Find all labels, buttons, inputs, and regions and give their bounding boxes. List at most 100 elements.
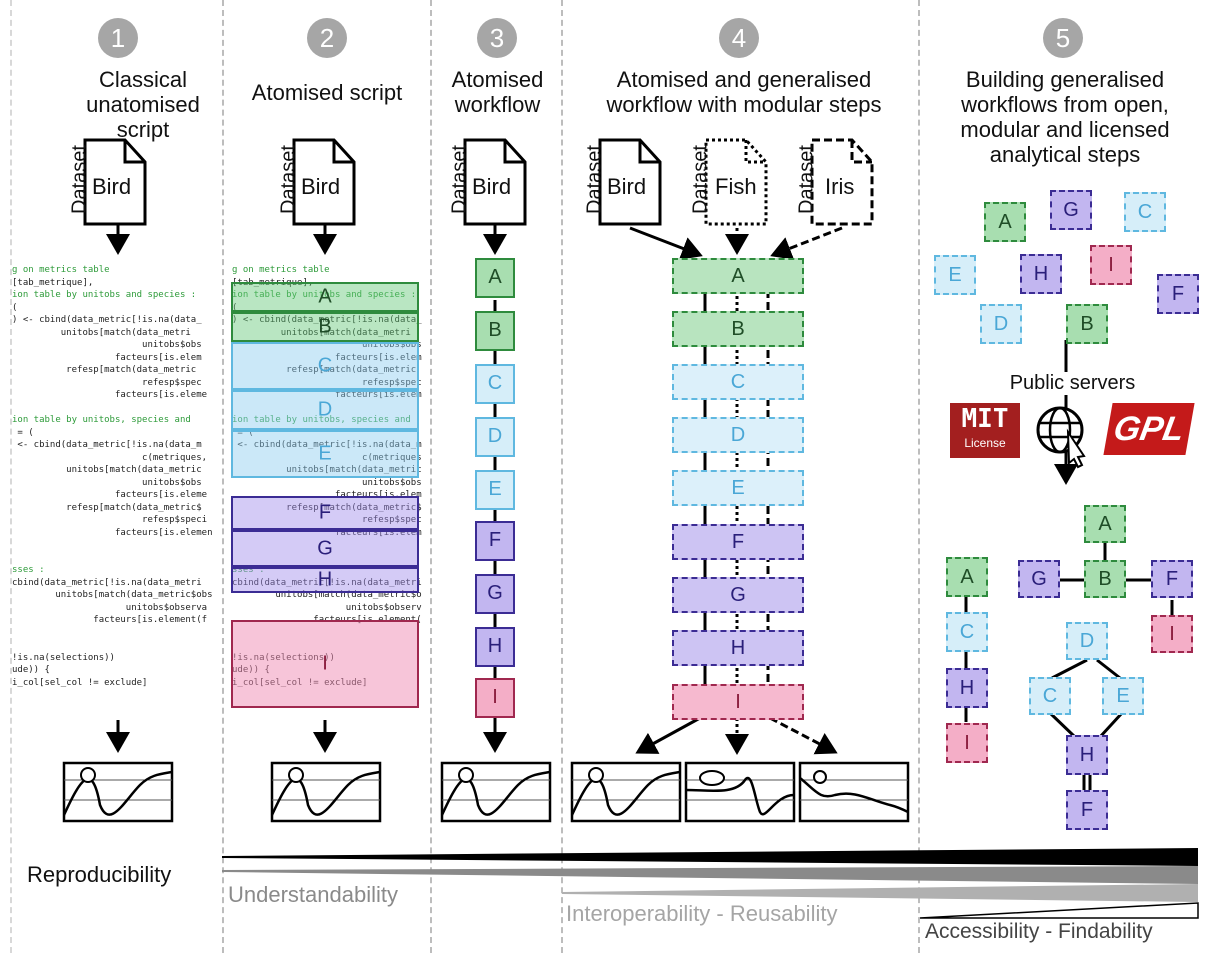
code-line: sses : xyxy=(232,565,265,575)
document-icon xyxy=(810,138,874,226)
code-line: sses : xyxy=(12,565,45,575)
understandability-bar xyxy=(222,866,1198,884)
module-a: A xyxy=(672,258,804,294)
step-number-4: 4 xyxy=(719,18,759,58)
module-a: A xyxy=(1084,505,1126,543)
code-line: unitobs[match(data_metric xyxy=(12,465,202,475)
code-line: ) <- cbind(data_metric[!is.na(data_ xyxy=(12,315,202,325)
code-line xyxy=(12,627,217,640)
dataset-bird: Bird xyxy=(607,174,647,199)
module-e: E xyxy=(475,470,515,510)
code-line: unitobs$observa xyxy=(12,602,208,613)
module-f: F xyxy=(1066,790,1108,830)
module-block-c: C xyxy=(231,342,419,390)
module-g: G xyxy=(475,574,515,614)
document-icon xyxy=(598,138,662,226)
code-line: unitobs[match(data_metric$obs xyxy=(12,590,213,600)
module-h: H xyxy=(475,627,515,667)
code-line: facteurs[is.elemen xyxy=(232,527,422,538)
accessibility-bar xyxy=(919,902,1199,919)
output-plot-fish xyxy=(684,761,796,823)
code-line xyxy=(12,552,217,565)
code-line: unitobs$obs xyxy=(12,340,202,350)
module-f: F xyxy=(672,524,804,560)
code-line: ion table by unitobs, species and xyxy=(12,415,191,425)
code-line: ion table by unitobs, species and xyxy=(232,415,411,425)
module-block-d: D xyxy=(231,390,419,430)
code-line xyxy=(12,402,217,415)
code-line: unitobs[match(data_metric xyxy=(232,465,422,475)
code-line: i_col[sel_col != exclude] xyxy=(12,677,148,688)
column-divider xyxy=(10,0,12,953)
module-g: G xyxy=(1018,560,1060,598)
module-d: D xyxy=(672,417,804,453)
dataset-bird: Bird xyxy=(472,174,512,199)
public-servers-label: Public servers xyxy=(1000,372,1145,395)
module-i: I xyxy=(1151,615,1193,653)
code-line: <- cbind(data_metric[!is.na(data_m xyxy=(12,440,202,450)
module-c: C xyxy=(1029,677,1071,715)
code-line: unitobs[match(data_metric$obs xyxy=(232,590,422,600)
code-line xyxy=(12,689,217,702)
code-line: g on metrics table xyxy=(12,265,110,275)
module-d: D xyxy=(980,304,1022,344)
dataset-label: Dataset xyxy=(277,145,300,214)
code-line: refesp[match(data_metric$ xyxy=(12,502,202,513)
step-title-2: Atomised script xyxy=(251,80,403,105)
dataset-iris: Iris xyxy=(825,174,855,199)
code-line: cbind(data_metric[!is.na(data_metri xyxy=(12,577,202,588)
output-plot-bird xyxy=(62,761,174,823)
output-plot-bird xyxy=(270,761,382,823)
output-plot-iris xyxy=(798,761,910,823)
module-i: I xyxy=(475,678,515,718)
module-block-f: F xyxy=(231,496,419,530)
mit-license-logo: MIT License xyxy=(950,403,1020,458)
code-line: ude)) { xyxy=(12,665,50,675)
module-f: F xyxy=(1157,274,1199,314)
dataset-bird: Bird xyxy=(301,174,341,199)
module-f: F xyxy=(475,521,515,561)
module-h: H xyxy=(1066,735,1108,775)
accessibility-findability-label: Accessibility - Findability xyxy=(925,920,1153,943)
code-line: = ( xyxy=(12,427,34,438)
code-line: ) <- cbind(data_metric[!is.na(data_ xyxy=(232,315,422,325)
dataset-label: Dataset xyxy=(689,145,712,214)
output-plot-bird xyxy=(440,761,552,823)
code-line: refesp$speci xyxy=(232,515,422,525)
step-title-5: Building generalised workflows from open… xyxy=(960,67,1170,167)
document-icon xyxy=(704,138,768,226)
module-h: H xyxy=(946,668,988,708)
module-block-i: I xyxy=(231,620,419,708)
code-line: refesp[match(data_metric xyxy=(232,365,417,375)
module-i: I xyxy=(946,723,988,763)
code-line: facteurs[is.eleme xyxy=(12,390,208,400)
step-number-5: 5 xyxy=(1043,18,1083,58)
dataset-bird: Bird xyxy=(92,174,132,199)
code-line: unitobs$obs xyxy=(232,477,422,488)
module-e: E xyxy=(934,255,976,295)
code-line: ( xyxy=(12,302,18,313)
module-f: F xyxy=(1151,560,1193,598)
module-c: C xyxy=(946,612,988,652)
interoperability-reusability-label: Interoperability - Reusability xyxy=(566,901,838,926)
reproducibility-bar xyxy=(222,848,1198,866)
module-b: B xyxy=(672,311,804,347)
code-line: ion table by unitobs and species : xyxy=(12,290,197,300)
step-title-4: Atomised and generalised workflow with m… xyxy=(606,67,882,117)
module-g: G xyxy=(1050,190,1092,230)
step-number-3: 3 xyxy=(477,18,517,58)
module-h: H xyxy=(672,630,804,666)
step-title-3: Atomised workflow xyxy=(451,67,544,117)
code-listing: g on metrics table[tab_metrique],ion tab… xyxy=(12,264,217,704)
understandability-label: Understandability xyxy=(228,882,398,907)
code-line: unitobs$observa xyxy=(232,602,422,613)
step-number-1: 1 xyxy=(98,18,138,58)
code-line: g on metrics table xyxy=(232,265,330,275)
dataset-fish: Fish xyxy=(715,174,757,199)
code-line: !is.na(selections)) xyxy=(12,652,115,663)
code-line: refesp[match(data_metric$ xyxy=(232,502,422,513)
dataset-label: Dataset xyxy=(795,145,818,214)
code-line: unitobs[match(data_metri xyxy=(232,327,411,338)
code-line: facteurs[is.elem xyxy=(12,352,202,363)
step-title-1: Classical unatomised script xyxy=(86,67,200,142)
